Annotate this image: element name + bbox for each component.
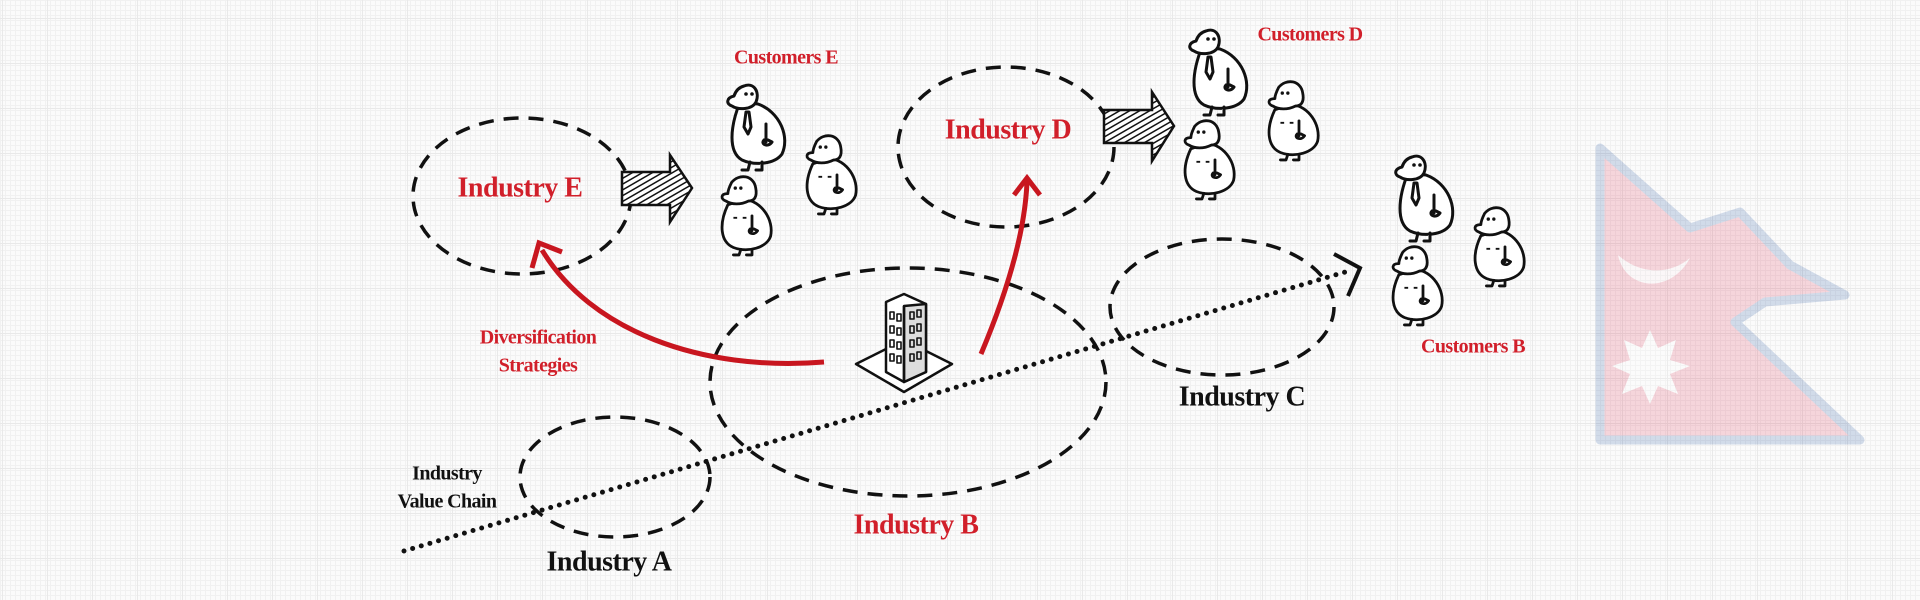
industry-c-ellipse: [1108, 237, 1336, 377]
customers-e-group: [720, 83, 858, 257]
customer-figure-icon: [1473, 206, 1526, 288]
customers-d-label: Customers D: [1257, 24, 1362, 46]
industry-d-ellipse: [896, 65, 1116, 229]
strategy-label-line1: Diversification: [480, 327, 597, 349]
customer-figure-icon: [1267, 80, 1320, 162]
customer-figure-icon: [720, 175, 773, 257]
customer-figure-icon: [1394, 154, 1455, 243]
industry-c-label: Industry C: [1179, 381, 1305, 412]
industry-a-ellipse: [518, 415, 712, 539]
diversification-arrow-to-d: [978, 173, 1042, 355]
hatched-arrow-d-icon: [1102, 87, 1176, 166]
customers-b-group: [1391, 154, 1526, 327]
customers-b-label: Customers B: [1421, 336, 1525, 358]
industry-a-label: Industry A: [547, 546, 673, 577]
customer-figure-icon: [805, 134, 858, 216]
value-chain-label-line2: Value Chain: [398, 491, 497, 513]
diversification-arrow-to-e: [529, 239, 825, 366]
customer-figure-icon: [1188, 28, 1249, 117]
customers-d-group: [1183, 28, 1320, 201]
industry-b-label: Industry B: [854, 509, 979, 540]
industry-b-ellipse: [708, 266, 1108, 498]
value-chain-arrow: [401, 252, 1363, 554]
industry-d-label: Industry D: [945, 114, 1071, 145]
industry-e-label: Industry E: [458, 172, 583, 203]
customer-figure-icon: [726, 83, 787, 172]
building-icon: [854, 292, 954, 394]
customers-e-label: Customers E: [734, 47, 838, 69]
strategy-label-line2: Strategies: [499, 355, 578, 377]
hatched-arrow-e-icon: [620, 150, 694, 227]
nepal-flag-watermark: [1595, 143, 1865, 445]
value-chain-label-line1: Industry: [412, 463, 482, 485]
customer-figure-icon: [1391, 245, 1444, 327]
customer-figure-icon: [1183, 119, 1236, 201]
